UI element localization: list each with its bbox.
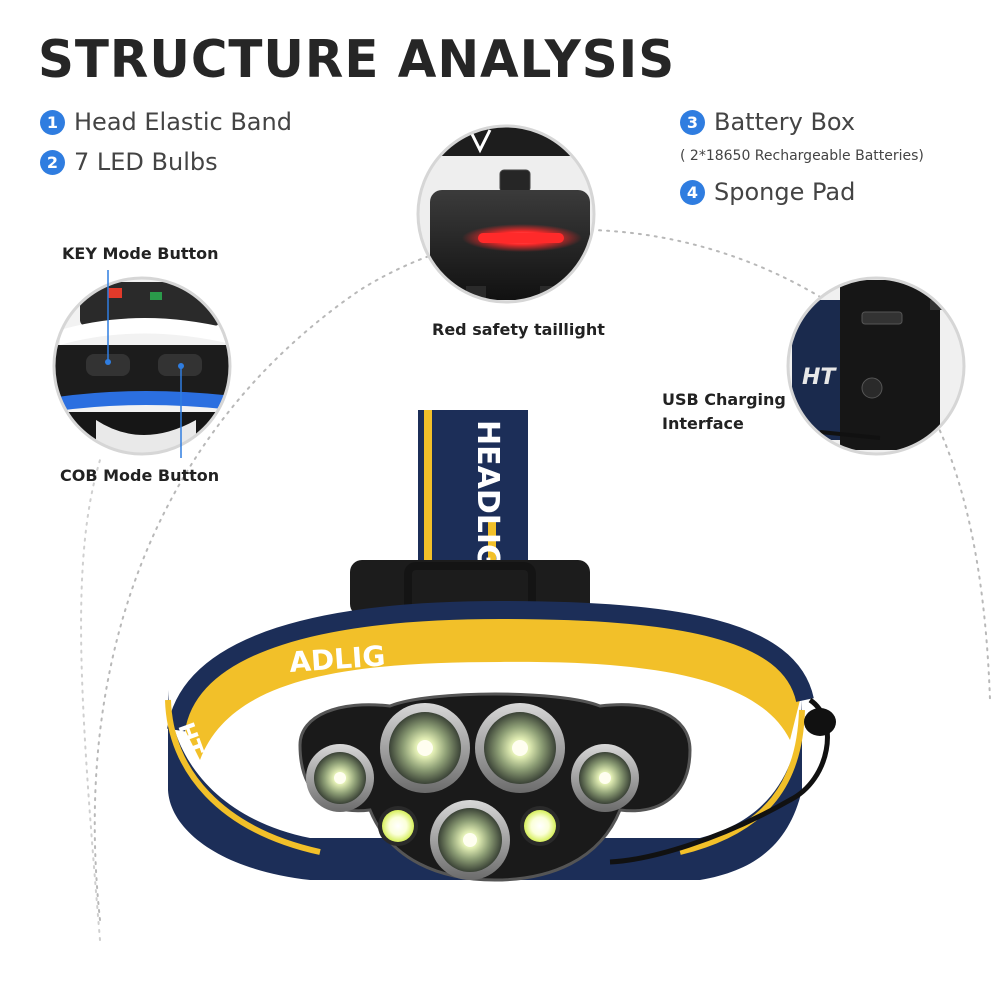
led-bulb [380,703,470,793]
feature-number-3: 3 [680,109,705,135]
strap-left-text: ADLIG [288,639,386,679]
feature-3: 3 Battery Box [680,108,855,136]
feature-label-4: Sponge Pad [714,178,856,206]
led-bulb [475,703,565,793]
feature-label-1: Head Elastic Band [74,108,292,136]
led-bulb [571,744,639,812]
headlamp-main: HEADLIGHT ADLIG HT [165,410,836,882]
usb-port-closeup [788,278,964,454]
callout-usb-line-2: Interface [662,414,744,433]
taillight-closeup [418,126,594,302]
feature-label-2: 7 LED Bulbs [74,148,218,176]
mode-buttons-closeup [54,278,230,454]
feature-4: 4 Sponge Pad [680,178,855,206]
feature-number-4: 4 [680,179,705,205]
callout-usb-line-1: USB Charging [662,390,786,409]
feature-number-1: 1 [40,109,65,135]
dotted-arc-left [80,459,101,941]
callout-red-taillight: Red safety taillight [432,320,605,339]
cob-light [520,806,560,846]
feature-1: 1 Head Elastic Band [40,108,292,136]
cob-light [378,806,418,846]
headband-back [180,612,800,760]
feature-label-3: Battery Box [714,108,856,136]
battery-note: ( 2*18650 Rechargeable Batteries) [680,148,924,164]
led-bulb [430,800,510,880]
usb-closeup-strap-text: HT [802,365,837,390]
page-title: STRUCTURE ANALYSIS [38,30,676,90]
feature-number-2: 2 [40,149,65,175]
feature-2: 2 7 LED Bulbs [40,148,218,176]
led-bulb [306,744,374,812]
callout-cob-mode-button: COB Mode Button [60,466,220,485]
callout-key-mode-button: KEY Mode Button [62,244,219,263]
